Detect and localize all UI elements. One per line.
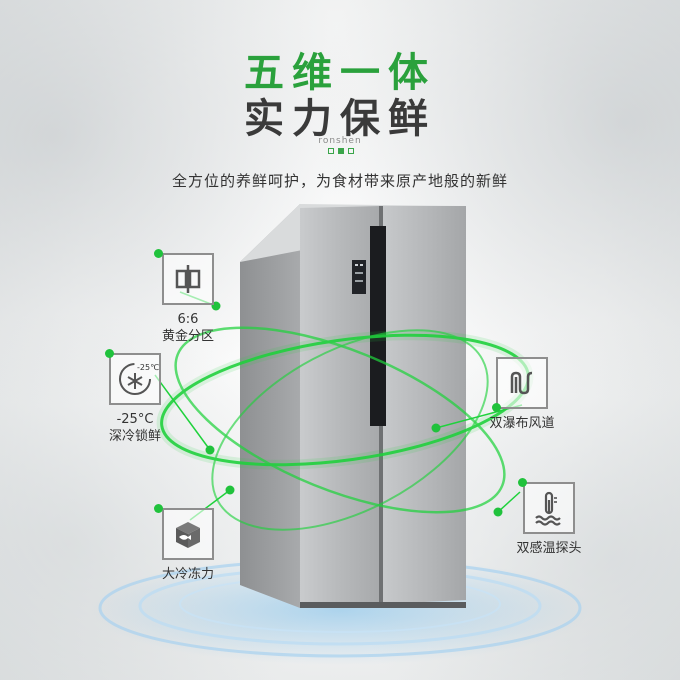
feature-label: 大冷冻力 [161,567,214,582]
feature-dual-sensor: 双感温探头 [504,478,594,557]
headline-line1: 五维一体 [244,50,436,96]
corner-marker [105,349,114,358]
subtitle: 全方位的养鲜呵护，为食材带来原产地般的新鲜 [171,172,508,190]
temp-badge: -25℃ [137,363,159,372]
snowflake-icon: -25℃ [109,353,161,405]
feature-label-line2: 黄金分区 [161,329,214,344]
feature-golden-zone: 6:6 黄金分区 [154,249,218,345]
thermometer-icon [523,482,575,534]
feature-label-line1: -25°C [116,412,154,427]
feature-freezing-power: 大冷冻力 [154,504,218,583]
fridge-left-door [300,206,380,606]
feature-label-line2: 深冷锁鲜 [108,429,161,444]
connector-line [497,491,521,513]
panel-display [355,272,363,274]
feature-deep-freeze: -25℃ -25°C 深冷锁鲜 [100,349,170,445]
headline-line2: 实力保鲜 [244,96,436,142]
connector-line [154,374,211,451]
fridge-side [240,204,300,608]
feature-label-line1: 6:6 [177,312,199,327]
panel-display [360,264,363,266]
airflow-icon [496,357,548,409]
orbit-ring [174,326,506,514]
carousel-dot [348,148,354,154]
feature-dual-airflow: 双瀑布风道 [478,357,566,432]
control-panel [352,260,366,294]
carousel-dots [328,148,354,154]
feature-label: 双感温探头 [516,541,582,556]
corner-marker [518,478,527,487]
orbit-ring [211,329,489,531]
connector-dot [493,507,503,517]
feature-label: 双瀑布风道 [489,416,555,431]
fridge-right-door [382,206,466,604]
corner-marker [492,403,501,412]
connector-dot [205,445,215,455]
fish-cube-icon [162,508,214,560]
fridge-glass-strip [370,226,386,426]
corner-marker [154,249,163,258]
panel-display [355,264,358,266]
corner-marker [154,504,163,513]
connector-dot [225,485,235,495]
panel-display [355,280,363,282]
connector-dot [431,423,441,433]
carousel-dot [328,148,334,154]
split-box-icon [162,253,214,305]
brand-label: ronshen [318,136,362,146]
carousel-dot-active [338,148,344,154]
fridge-base [300,602,466,608]
